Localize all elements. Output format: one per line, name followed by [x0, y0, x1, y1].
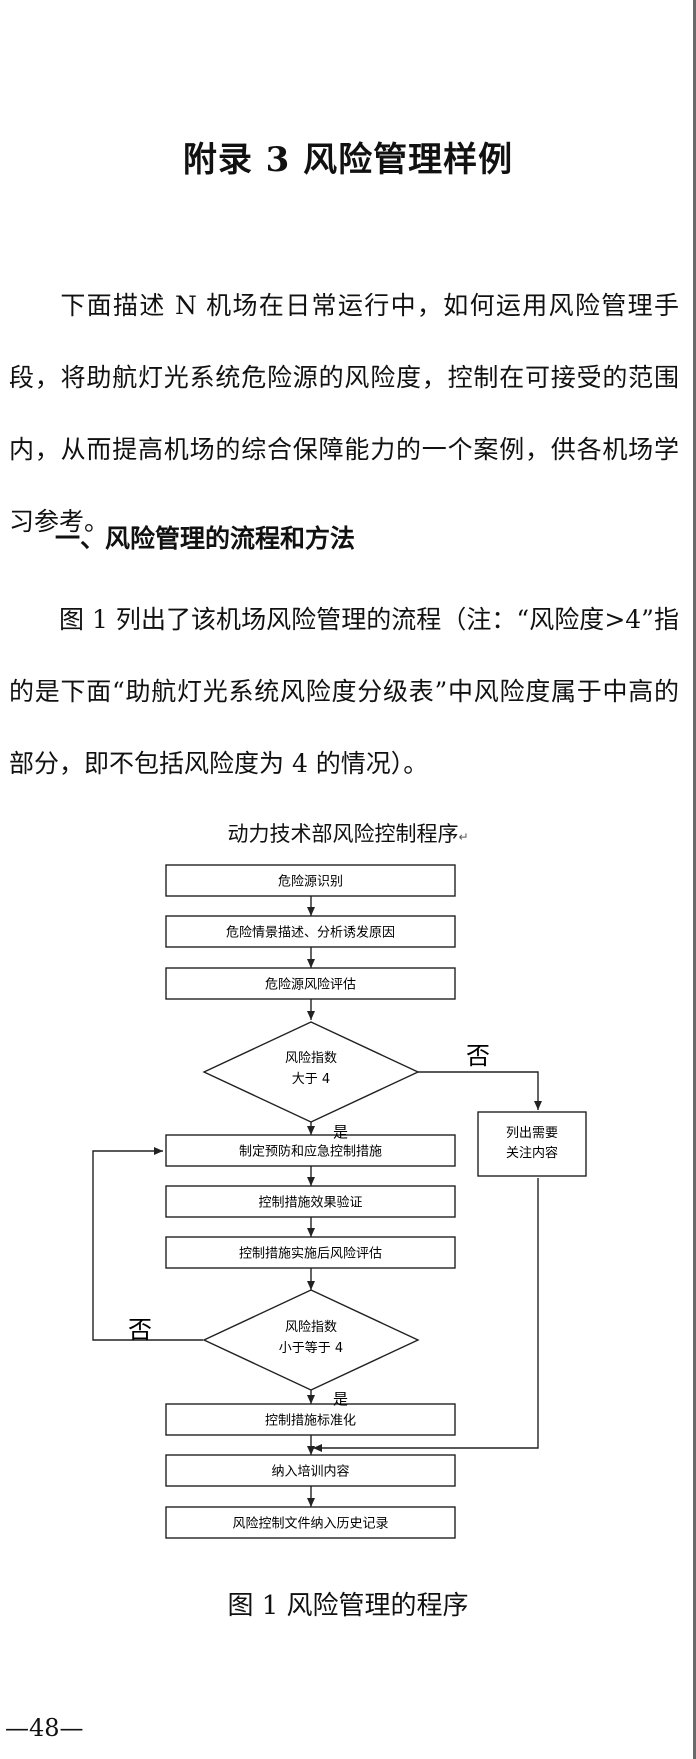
decision-1-line1: 风险指数	[285, 1051, 337, 1066]
side-box-line2: 关注内容	[506, 1145, 558, 1161]
process-step-3-label: 危险源风险评估	[265, 978, 356, 993]
process-step-5-box	[165, 1185, 456, 1218]
page-number: —48—	[5, 1714, 84, 1742]
section-heading: 一、风险管理的流程和方法	[55, 524, 356, 553]
process-step-7-box	[165, 1403, 456, 1436]
decision-1-yes-label: 是	[333, 1123, 348, 1141]
decision-2-line2: 小于等于 4	[279, 1340, 343, 1356]
process-step-8-box	[165, 1454, 456, 1487]
process-step-8-label: 纳入培训内容	[271, 1464, 349, 1480]
process-step-9-label: 风险控制文件纳入历史记录	[232, 1517, 388, 1532]
flowchart-diagram: 危险源识别危险情景描述、分析诱发原因危险源风险评估制定预防和应急控制措施控制措施…	[92, 864, 587, 1539]
flowchart-connectors	[92, 896, 542, 1507]
process-step-9-box	[165, 1506, 456, 1539]
decision-1-diamond	[202, 1021, 420, 1123]
return-mark: ↵	[458, 830, 469, 844]
process-step-6-box	[165, 1236, 456, 1269]
process-step-1-label: 危险源识别	[278, 875, 343, 890]
process-step-2-label: 危险情景描述、分析诱发原因	[226, 925, 395, 941]
connector-no-2	[92, 1147, 203, 1341]
process-step-4-label: 制定预防和应急控制措施	[239, 1144, 382, 1160]
side-box-line1: 列出需要	[506, 1126, 558, 1141]
figure-intro-paragraph: 图 1 列出了该机场风险管理的流程（注：“风险度>4”指的是下面“助航灯光系统风…	[9, 584, 679, 800]
figure-caption: 图 1 风险管理的程序	[227, 1591, 469, 1621]
connector-no-1	[418, 1071, 542, 1110]
process-step-6-label: 控制措施实施后风险评估	[239, 1247, 382, 1262]
figure-intro-paragraph-text: 图 1 列出了该机场风险管理的流程（注：“风险度>4”指的是下面“助航灯光系统风…	[9, 605, 679, 778]
flowchart-title: 动力技术部风险控制程序↵	[0, 818, 696, 848]
document-title: 附录 3 风险管理样例	[182, 140, 514, 180]
process-step-1-box	[165, 864, 456, 897]
intro-paragraph-text: 下面描述 N 机场在日常运行中，如何运用风险管理手段，将助航灯光系统危险源的风险…	[9, 291, 679, 536]
decision-1-line2: 大于 4	[292, 1072, 330, 1087]
intro-paragraph: 下面描述 N 机场在日常运行中，如何运用风险管理手段，将助航灯光系统危险源的风险…	[9, 270, 679, 558]
side-box	[477, 1111, 587, 1177]
flowchart-title-text: 动力技术部风险控制程序	[227, 822, 459, 846]
process-step-3-box	[165, 967, 456, 1000]
page-edge-rule	[693, 0, 696, 1759]
connector-side-return	[313, 1178, 539, 1452]
process-step-2-box	[165, 915, 456, 948]
decision-2-line1: 风险指数	[285, 1320, 337, 1335]
decision-2-no-label: 否	[128, 1316, 152, 1344]
decision-2-yes-label: 是	[333, 1390, 348, 1408]
process-step-7-label: 控制措施标准化	[265, 1414, 356, 1429]
process-step-4-box	[165, 1134, 456, 1167]
decision-1-no-label: 否	[466, 1042, 490, 1070]
process-step-5-label: 控制措施效果验证	[258, 1195, 362, 1211]
decision-2-diamond	[202, 1289, 420, 1391]
